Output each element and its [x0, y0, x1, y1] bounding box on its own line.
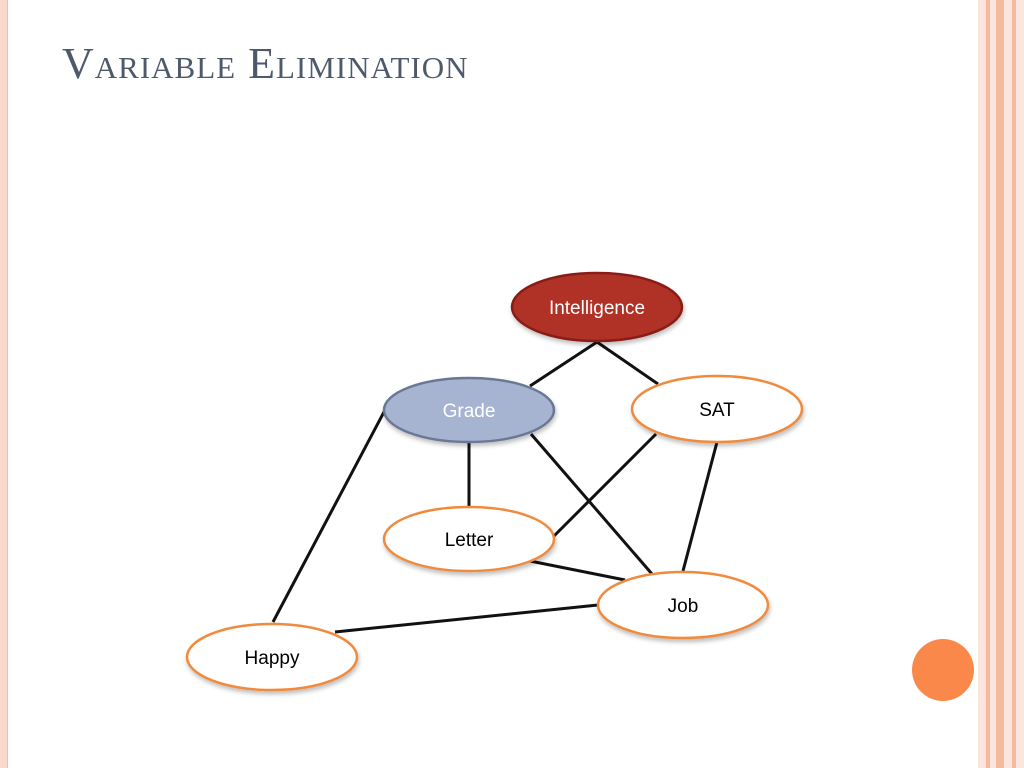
node-happy-shape: [185, 622, 359, 692]
node-job[interactable]: [596, 570, 770, 640]
left-border-stripe: [0, 0, 8, 768]
edges: [271, 340, 719, 634]
right-border-stripes: [978, 0, 1024, 768]
node-letter-shape: [382, 505, 556, 573]
node-grade[interactable]: [382, 376, 556, 444]
node-letter[interactable]: [382, 505, 556, 573]
node-happy-label: Happy: [245, 648, 300, 669]
node-letter-label: Letter: [445, 530, 494, 551]
decorative-orange-circle: [912, 639, 974, 701]
slide-title: Variable Elimination: [62, 39, 469, 88]
edge-sat-job: [681, 441, 719, 572]
node-sat[interactable]: [630, 374, 804, 444]
edge-intelligence-grade: [529, 340, 598, 388]
edge-job-happy: [334, 603, 599, 634]
edge-grade-happy: [271, 409, 387, 623]
node-job-shape: [596, 570, 770, 640]
edge-sat-letter: [551, 432, 658, 539]
edge-intelligence-sat: [596, 340, 659, 386]
node-job-label: Job: [668, 596, 699, 617]
node-grade-label: Grade: [443, 401, 496, 422]
edge-letter-job: [529, 559, 626, 582]
node-intelligence-shape: [510, 271, 684, 343]
edge-grade-job: [529, 433, 654, 575]
node-happy[interactable]: [185, 622, 359, 692]
node-grade-shape: [382, 376, 556, 444]
node-sat-shape: [630, 374, 804, 444]
node-sat-label: SAT: [699, 400, 735, 421]
node-intelligence-label: Intelligence: [549, 298, 645, 319]
node-intelligence[interactable]: [510, 271, 684, 343]
